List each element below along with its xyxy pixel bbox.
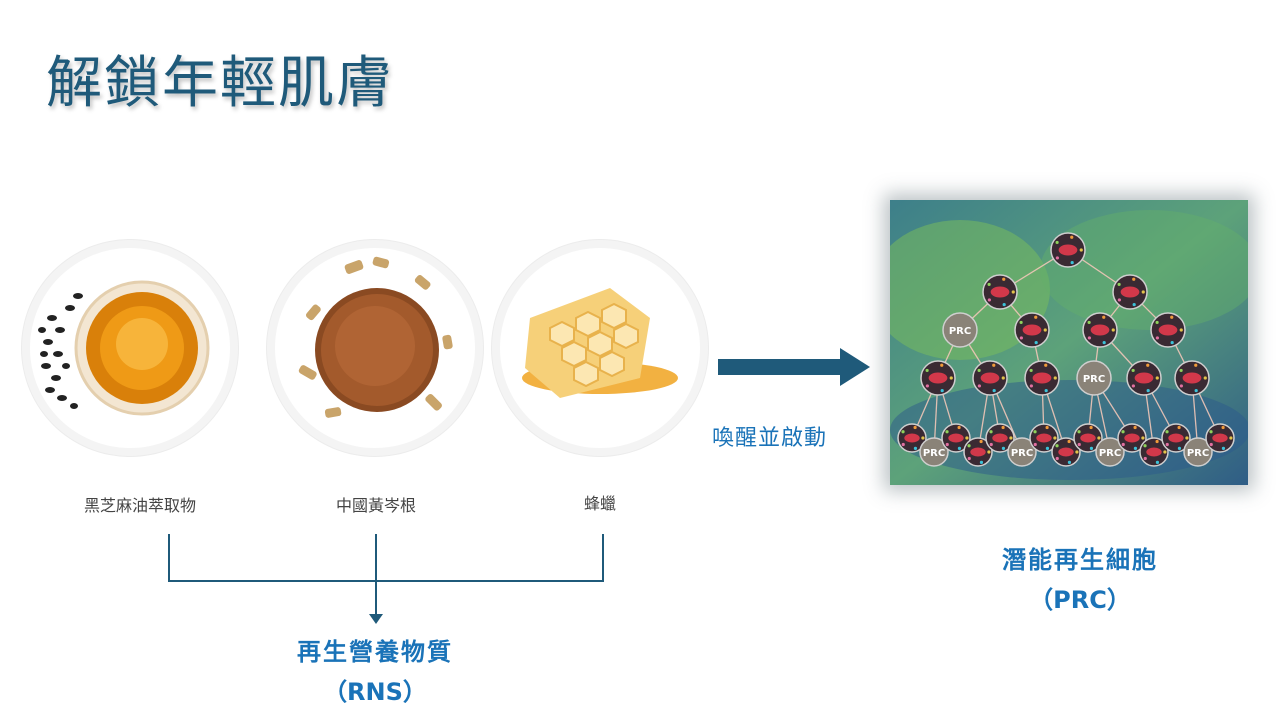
prc-cell bbox=[941, 423, 971, 453]
prc-cell bbox=[920, 360, 956, 396]
rns-abbr: （RNS） bbox=[323, 678, 427, 706]
ingredient-label-beeswax: 蜂蠟 bbox=[583, 494, 616, 513]
prc-cell-labeled: PRC bbox=[919, 437, 949, 467]
prc-cell bbox=[1161, 423, 1191, 453]
ingredient-label-sesame: 黑芝麻油萃取物 bbox=[83, 496, 196, 515]
action-label: 喚醒並啟動 bbox=[712, 426, 828, 451]
prc-cell bbox=[1051, 437, 1081, 467]
rns-title: 再生營養物質 bbox=[297, 638, 453, 666]
prc-cell-labeled: PRC bbox=[942, 312, 978, 348]
prc-cell bbox=[963, 437, 993, 467]
prc-cell bbox=[1050, 232, 1086, 268]
prc-cell bbox=[982, 274, 1018, 310]
prc-cell bbox=[1126, 360, 1162, 396]
prc-cell-label: PRC bbox=[949, 326, 971, 337]
scutellaria-root-powder-icon bbox=[298, 256, 453, 418]
prc-cell bbox=[1014, 312, 1050, 348]
prc-cell-label: PRC bbox=[923, 448, 945, 459]
prc-cell bbox=[1112, 274, 1148, 310]
prc-cell-labeled: PRC bbox=[1095, 437, 1125, 467]
right-arrow-icon bbox=[718, 348, 870, 386]
prc-cell-label: PRC bbox=[1083, 374, 1105, 385]
ingredient-label-scutellaria: 中國黃岑根 bbox=[335, 496, 416, 515]
beeswax-image bbox=[500, 248, 700, 448]
sesame-oil-image bbox=[30, 248, 230, 448]
prc-cell-label: PRC bbox=[1187, 448, 1209, 459]
prc-title: 潛能再生細胞 bbox=[1002, 546, 1158, 574]
prc-cell bbox=[985, 423, 1015, 453]
sesame-oil-bowl-icon bbox=[38, 280, 210, 416]
prc-cell-labeled: PRC bbox=[1007, 437, 1037, 467]
scutellaria-image bbox=[275, 248, 475, 448]
prc-cascade-image: PRC PRC PRC PRC PRC PRC bbox=[890, 200, 1248, 485]
prc-cell-labeled: PRC bbox=[1183, 437, 1213, 467]
prc-cell-label: PRC bbox=[1099, 448, 1121, 459]
prc-cell bbox=[1029, 423, 1059, 453]
prc-cell bbox=[1139, 437, 1169, 467]
prc-cell bbox=[1117, 423, 1147, 453]
prc-cell-label: PRC bbox=[1011, 448, 1033, 459]
prc-cell bbox=[1024, 360, 1060, 396]
honeycomb-icon bbox=[522, 288, 678, 398]
prc-cell bbox=[1150, 312, 1186, 348]
slide-title: 解鎖年輕肌膚 bbox=[46, 51, 394, 116]
prc-cell bbox=[972, 360, 1008, 396]
bracket-center-line bbox=[375, 534, 377, 614]
prc-abbr: （PRC） bbox=[1029, 586, 1131, 614]
prc-cell-labeled: PRC bbox=[1076, 360, 1112, 396]
prc-cell bbox=[1174, 360, 1210, 396]
down-arrow-icon bbox=[369, 614, 383, 624]
prc-cell bbox=[1073, 423, 1103, 453]
ingredients-bracket bbox=[168, 534, 604, 582]
prc-cell bbox=[897, 423, 927, 453]
prc-cell bbox=[1082, 312, 1118, 348]
prc-cell bbox=[1205, 423, 1235, 453]
